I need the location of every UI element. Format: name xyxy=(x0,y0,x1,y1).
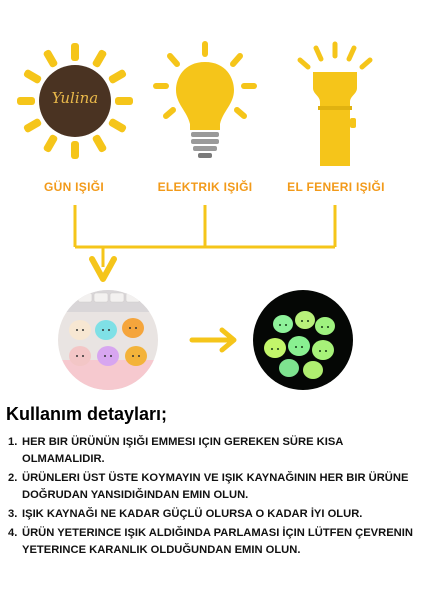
list-item-number: 3. xyxy=(8,508,18,520)
list-item-number: 2. xyxy=(8,472,18,484)
connector-lines xyxy=(73,205,337,353)
list-item-number: 4. xyxy=(8,527,18,539)
list-item: 2. ÜRÜNLERI ÜST ÜSTE KOYMAYIN VE IŞIK KA… xyxy=(8,470,418,504)
list-item: 1. HER BIR ÜRÜNÜN IŞIĞI EMMESI IÇIN GERE… xyxy=(8,434,418,468)
usage-list: 1. HER BIR ÜRÜNÜN IŞIĞI EMMESI IÇIN GERE… xyxy=(8,434,418,561)
list-item-text: ÜRÜNLERI ÜST ÜSTE KOYMAYIN VE IŞIK KAYNA… xyxy=(22,472,409,501)
product-photo-day xyxy=(58,290,158,390)
list-item: 4. ÜRÜN YETERINCE IŞIK ALDIĞINDA PARLAMA… xyxy=(8,525,418,559)
list-item-text: ÜRÜN YETERINCE IŞIK ALDIĞINDA PARLAMASI … xyxy=(22,527,413,556)
product-photo-glow xyxy=(253,290,353,390)
sun-light-label: GÜN IŞIĞI xyxy=(43,180,105,194)
light-bulb-icon xyxy=(153,41,257,158)
brand-logo: Yulina xyxy=(51,89,99,107)
flashlight-icon xyxy=(297,41,373,166)
list-item-number: 1. xyxy=(8,436,18,448)
usage-title: Kullanım detayları; xyxy=(6,404,168,424)
flashlight-label: EL FENERI IŞIĞI xyxy=(287,180,385,194)
down-arrow-icon xyxy=(89,256,117,282)
list-item-text: IŞIK KAYNAĞI NE KADAR GÜÇLÜ OLURSA O KAD… xyxy=(22,508,363,520)
electric-light-label: ELEKTRIK IŞIĞI xyxy=(157,180,253,194)
list-item-text: HER BIR ÜRÜNÜN IŞIĞI EMMESI IÇIN GEREKEN… xyxy=(22,436,343,465)
list-item: 3. IŞIK KAYNAĞI NE KADAR GÜÇLÜ OLURSA O … xyxy=(8,506,418,523)
right-arrow-icon xyxy=(189,327,237,353)
sun-icon xyxy=(17,43,133,159)
